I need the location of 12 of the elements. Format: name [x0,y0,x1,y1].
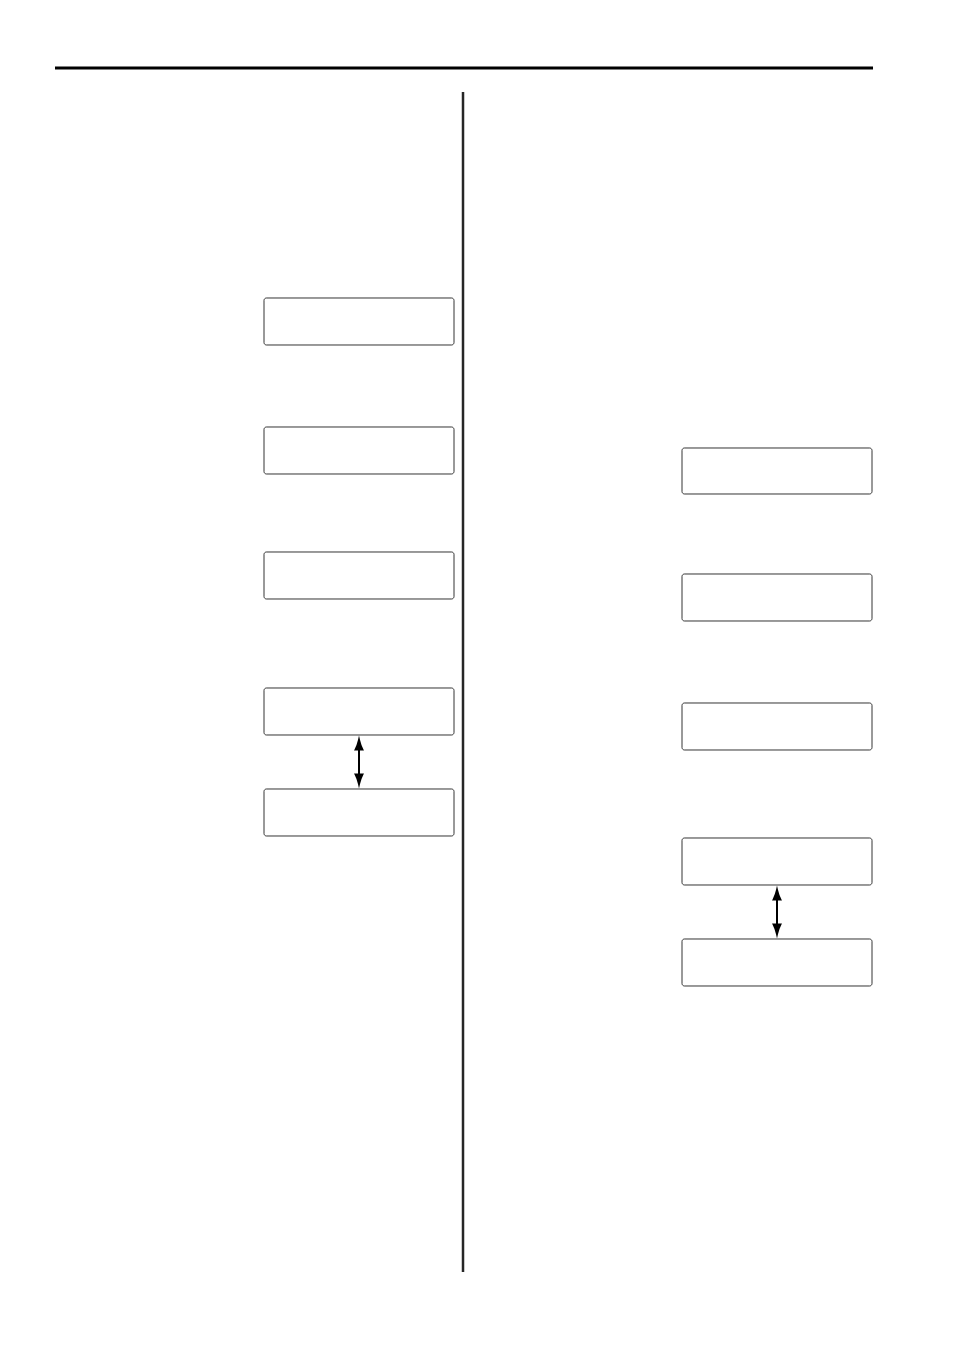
display-box [263,297,455,346]
display-box [681,938,873,987]
double-arrow [772,889,782,935]
display-box [681,702,873,751]
display-box [681,837,873,886]
display-box [263,551,455,600]
display-box [263,426,455,475]
display-box [263,687,455,736]
display-box [681,573,873,622]
display-box [681,447,873,495]
display-box [263,788,455,837]
double-arrow [354,739,364,785]
